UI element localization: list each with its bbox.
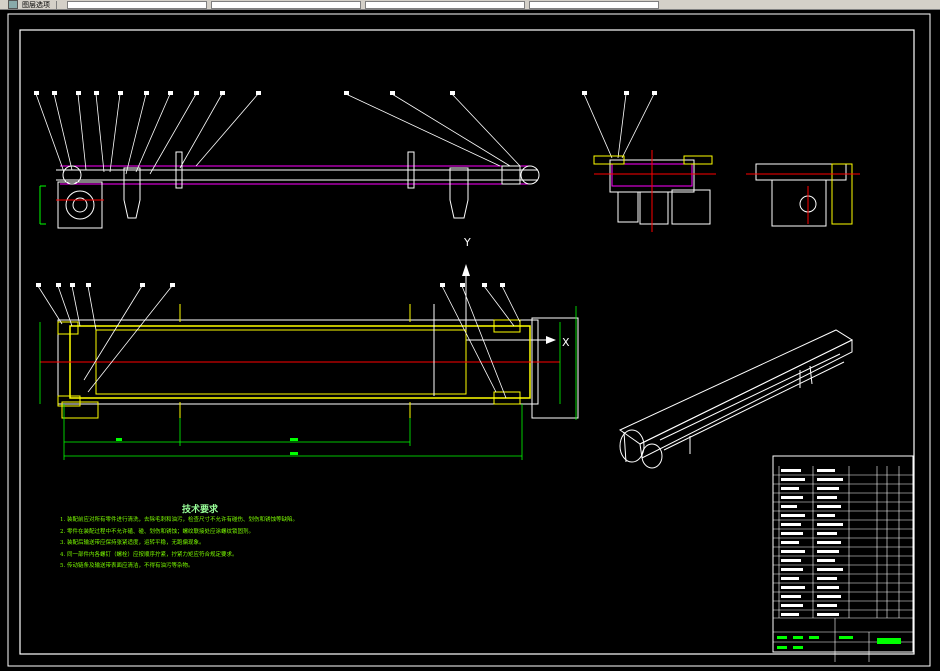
- outer-frame: [7, 13, 931, 667]
- lineweight-combo[interactable]: [365, 0, 525, 9]
- dimensions: [39, 306, 577, 460]
- tech-title: 技术要求: [182, 505, 219, 515]
- top-balloon-marks: [36, 283, 505, 287]
- tech-line-3: 3. 装配后输送带应保持张紧适度，运转平稳，无跑偏现象。: [60, 540, 205, 547]
- axis-x-label: X: [562, 336, 570, 349]
- layer-combo[interactable]: [67, 0, 207, 9]
- top-view: [40, 304, 579, 419]
- drawing-canvas[interactable]: Y X: [0, 10, 940, 671]
- axis-y-label: Y: [463, 236, 471, 249]
- drawing-border: [19, 29, 915, 655]
- tech-line-5: 5. 传动链条及输送带表面应清洁，不得有油污等杂物。: [60, 563, 194, 570]
- tech-line-4: 4. 同一部件内各螺钉（螺栓）应按顺序拧紧，拧紧力矩应符合规定要求。: [60, 551, 238, 558]
- ucs-axis: [462, 264, 556, 344]
- layer-options-label: 图层选项: [22, 0, 50, 9]
- linetype-combo[interactable]: [211, 0, 361, 9]
- tech-line-1: 1. 装配前应对所有零件进行清洗，去除毛刺和油污，检查尺寸不允许有碰伤、划伤和锈…: [60, 517, 298, 523]
- tech-line-2: 2. 零件在装配过程中不允许磕、碰、划伤和锈蚀；螺纹联接处应涂螺纹锁固剂。: [60, 528, 254, 535]
- layer-manager-icon[interactable]: [8, 0, 18, 9]
- end-view: [746, 163, 860, 227]
- cad-toolbar: 图层选项: [0, 0, 940, 10]
- front-view: [39, 151, 540, 229]
- dimension-values: [116, 438, 298, 455]
- balloon-marks: [34, 91, 657, 95]
- parts-list-table: [773, 466, 913, 662]
- side-view: [593, 150, 716, 232]
- front-leaders: [35, 93, 655, 175]
- isometric-view: [619, 329, 854, 469]
- top-leaders: [37, 285, 521, 399]
- toolbar-separator: [56, 0, 57, 9]
- technical-requirements: 技术要求 1. 装配前应对所有零件进行清洗，去除毛刺和油污，检查尺寸不允许有碰伤…: [60, 502, 298, 573]
- plot-style-combo[interactable]: [529, 0, 659, 9]
